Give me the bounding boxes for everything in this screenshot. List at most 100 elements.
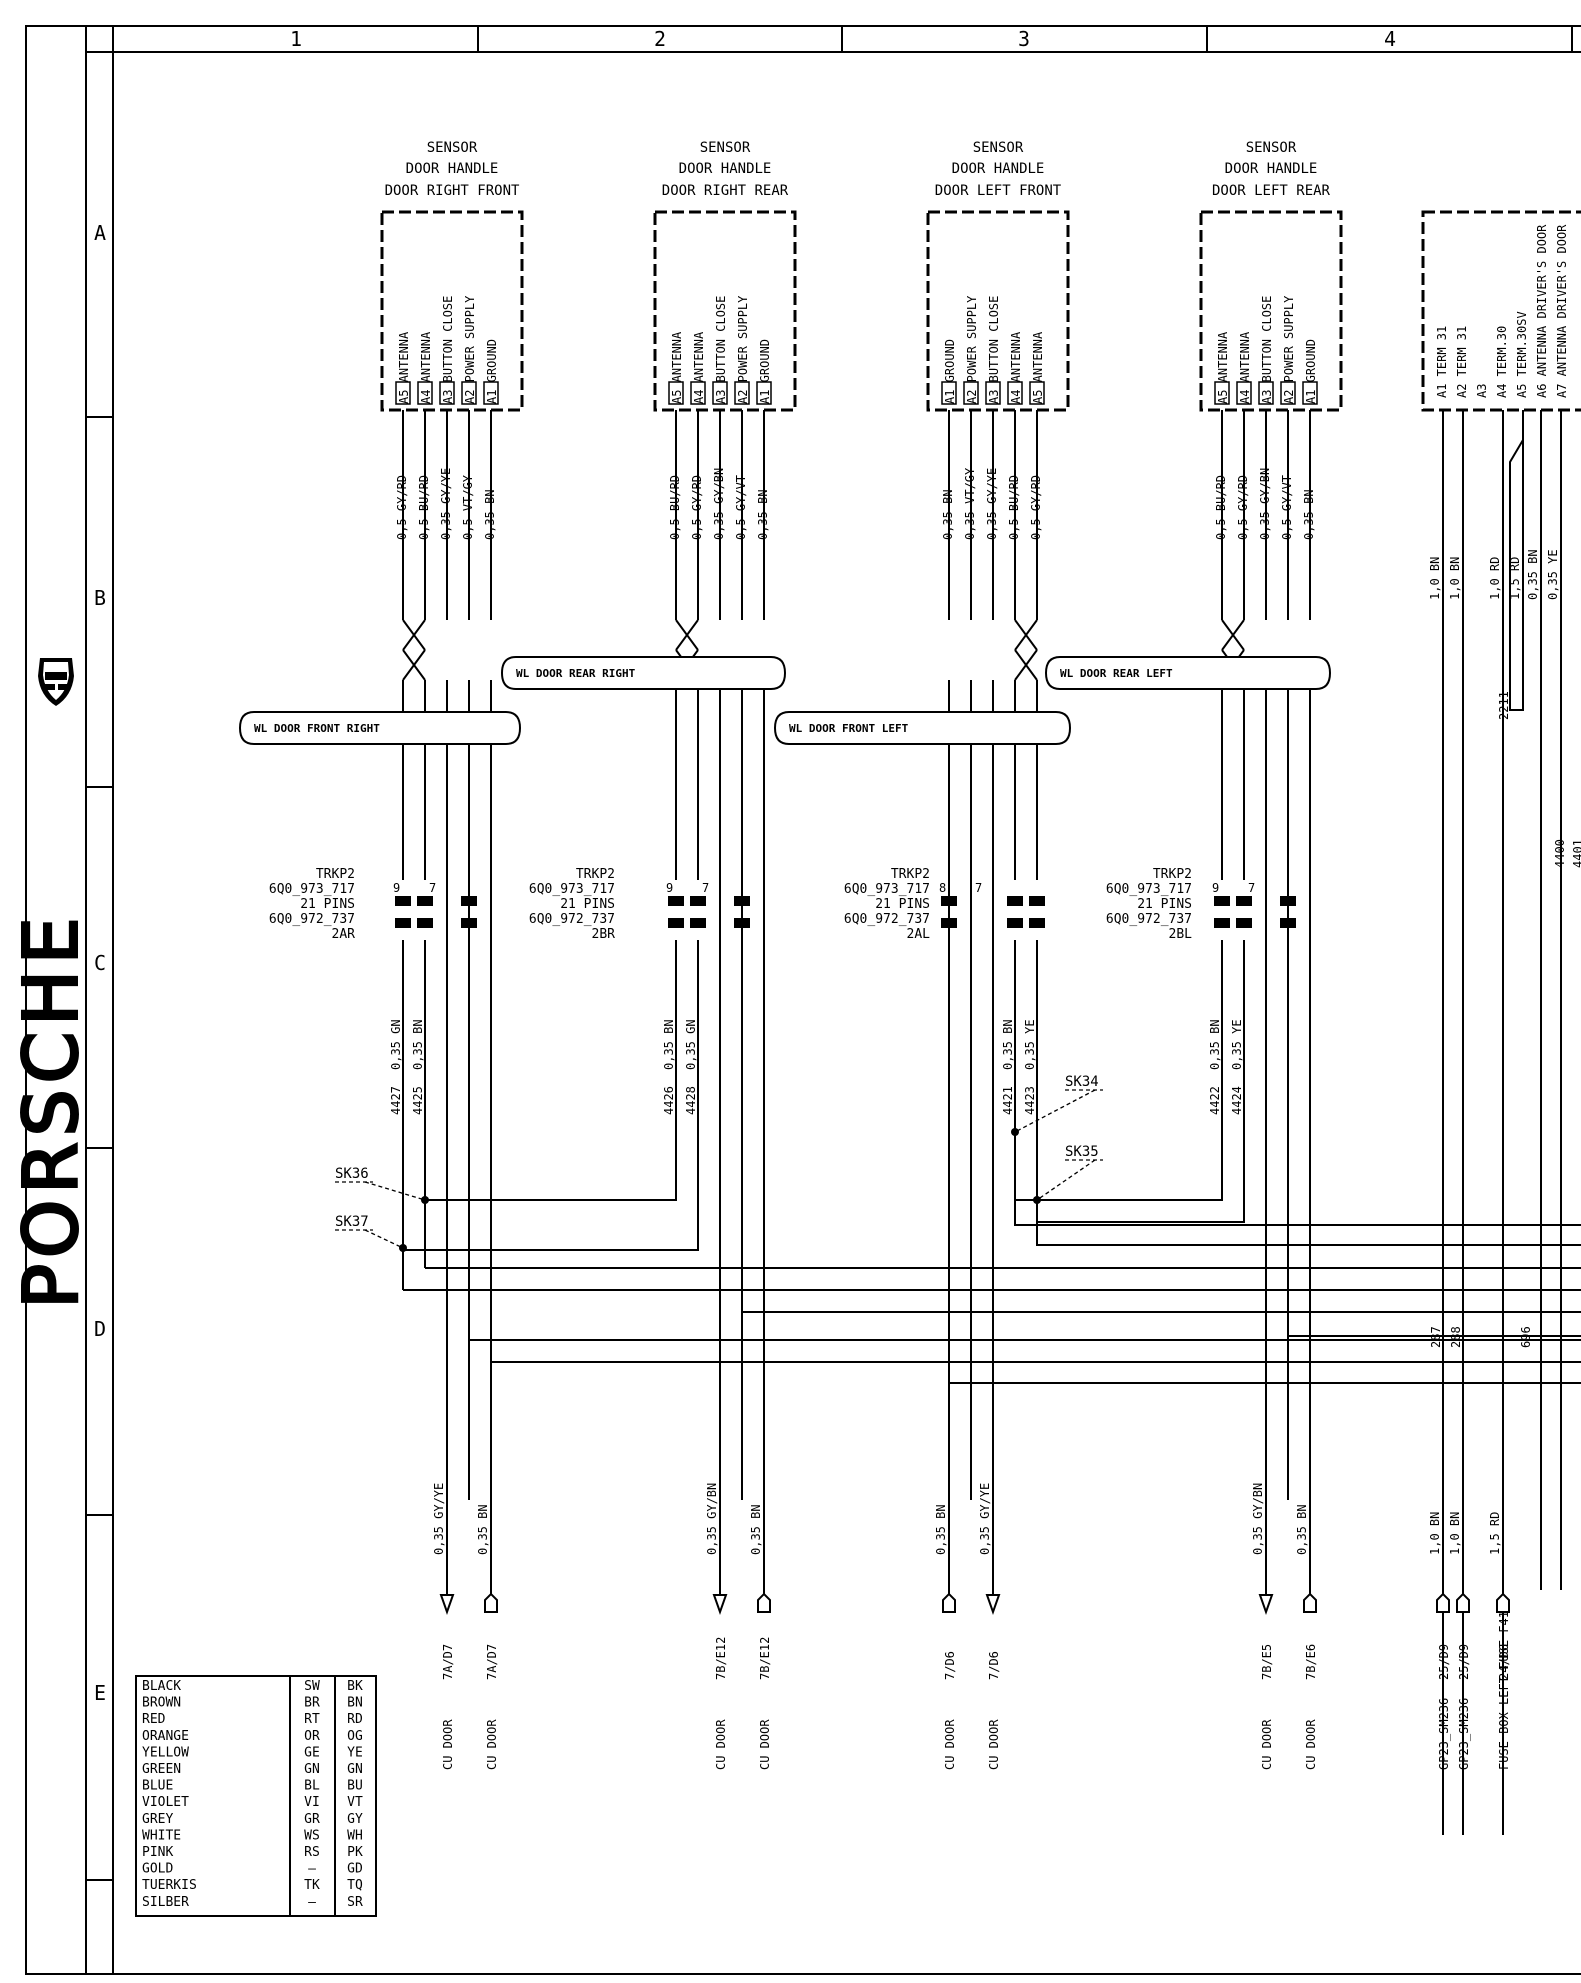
terminal-arrow-icon	[1258, 1594, 1274, 1616]
splice-point: SK34	[1011, 1074, 1103, 1136]
terminal-destination: CU DOOR	[485, 1719, 499, 1770]
pin-box	[395, 381, 411, 405]
legend-de-code: BR	[304, 1696, 320, 1711]
pin-label: A3 BUTTON CLOSE	[714, 296, 728, 404]
terminal-arrow-icon	[757, 1592, 771, 1613]
wire-id: 288	[1449, 1326, 1463, 1348]
splice-label: SK36	[335, 1166, 369, 1182]
wire-label: 1,0 BN	[1428, 1512, 1442, 1555]
wire-label: 1,0 RD	[1488, 557, 1502, 600]
terminal-arrow-icon	[985, 1594, 1001, 1616]
terminal-destination: CU DOOR	[987, 1719, 1001, 1770]
connector-label: 6Q0_972_737	[529, 912, 615, 927]
terminal-location: 24/D6	[1497, 1644, 1511, 1680]
harness-label: WL DOOR REAR RIGHT	[500, 656, 787, 690]
legend-de-code: —	[308, 1895, 316, 1910]
column-label: 4	[1384, 27, 1396, 51]
terminal-location: 7B/E5	[1260, 1644, 1274, 1680]
splice-point: SK37	[335, 1214, 407, 1252]
harness-label-text: WL DOOR REAR RIGHT	[516, 667, 636, 680]
row-label: B	[94, 586, 106, 610]
pin-label: A5 ANTENNA	[670, 331, 684, 404]
legend-color-name: TUERKIS	[142, 1878, 197, 1893]
wire-id: 4426	[662, 1086, 676, 1115]
sensor-title: DOOR RIGHT FRONT	[385, 183, 520, 199]
wire-label: 0,35 YE	[1023, 1019, 1037, 1070]
connector-label: 2AL	[907, 927, 931, 942]
harness-label: WL DOOR FRONT RIGHT	[238, 711, 522, 745]
pin-label: A4 ANTENNA	[692, 331, 706, 404]
terminal-destination: GP23_SM236	[1457, 1698, 1471, 1770]
legend-en-code: BU	[347, 1779, 363, 1794]
connector-label: 6Q0_973_717	[529, 882, 615, 897]
legend-color-name: YELLOW	[142, 1745, 189, 1760]
pin-label: A3	[1475, 384, 1489, 398]
wire-term30sv	[1509, 410, 1524, 711]
pin-box	[1236, 381, 1252, 405]
legend-de-code: GN	[304, 1762, 320, 1777]
connector-pin: 9	[1212, 881, 1219, 895]
sensor-title: DOOR HANDLE	[406, 161, 499, 177]
legend-color-name: GREY	[142, 1812, 173, 1827]
pin-label: A2 POWER SUPPLY	[965, 295, 979, 404]
terminal-location: 7A/D7	[485, 1644, 499, 1680]
wire-route	[403, 940, 699, 1251]
wire-label: 0,35 BN	[749, 1504, 763, 1555]
connector-label: 2BR	[592, 927, 616, 942]
connector-plug	[1236, 918, 1252, 928]
pin-box	[1302, 381, 1318, 405]
pin-box	[1280, 381, 1296, 405]
twisted-pair	[1014, 619, 1038, 681]
pin-box	[668, 381, 684, 405]
row-label: E	[94, 1681, 106, 1705]
connector-plug	[668, 896, 684, 906]
sensor-box	[653, 210, 797, 412]
pin-box	[439, 381, 455, 405]
harness-label-text: WL DOOR FRONT LEFT	[789, 722, 909, 735]
pin-label: A4 ANTENNA	[1009, 331, 1023, 404]
pin-label: A1 GROUND	[758, 339, 772, 404]
legend-en-code: BK	[347, 1679, 363, 1694]
legend-de-code: RT	[304, 1712, 320, 1727]
terminal-destination: CU DOOR	[943, 1719, 957, 1770]
harness-pill	[500, 656, 787, 690]
pin-box	[690, 381, 706, 405]
legend-color-name: PINK	[142, 1845, 173, 1860]
row-label: D	[94, 1317, 106, 1341]
wire-id: 287	[1429, 1326, 1443, 1348]
pin-label: A1 GROUND	[943, 339, 957, 404]
legend-de-code: TK	[304, 1878, 320, 1893]
connector-label: 2AR	[332, 927, 356, 942]
wire-id: 696	[1519, 1326, 1533, 1348]
wire-id: 4422	[1208, 1086, 1222, 1115]
sensor-box	[1199, 210, 1343, 412]
harness-label: WL DOOR FRONT LEFT	[773, 711, 1072, 745]
wire-label: 0,35 BN	[476, 1504, 490, 1555]
terminal-arrow-icon	[1303, 1592, 1317, 1613]
legend-en-code: SR	[347, 1895, 363, 1910]
unit-box	[1421, 210, 1581, 412]
terminal-location: 7A/D7	[441, 1644, 455, 1680]
splice-point: SK35	[1033, 1144, 1103, 1204]
connector-pin: 7	[1248, 881, 1255, 895]
legend-en-code: PK	[347, 1845, 363, 1860]
wire-label: 1,0 BN	[1448, 557, 1462, 600]
legend-color-name: BLUE	[142, 1779, 173, 1794]
sensor-title: DOOR LEFT FRONT	[935, 183, 1062, 199]
legend-color-name: VIOLET	[142, 1795, 189, 1810]
row-label: A	[94, 221, 106, 245]
splice-point: SK36	[335, 1166, 429, 1204]
legend-en-code: YE	[347, 1745, 363, 1760]
connector-pin: 7	[702, 881, 709, 895]
wire-label: 1,5 RD	[1508, 557, 1522, 600]
connector-label: TRKP2	[576, 867, 615, 882]
wire-label: 0,35 BN	[1295, 1504, 1309, 1555]
pin-box	[734, 381, 750, 405]
